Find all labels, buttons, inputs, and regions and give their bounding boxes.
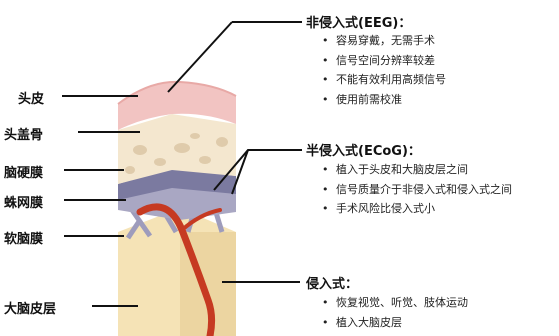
blood-vessel — [136, 203, 216, 336]
invasive-point: 恢复视觉、听觉、肢体运动 — [322, 293, 468, 313]
ecog-heading: 半侵入式(ECoG)： — [306, 144, 421, 159]
blood-vessel-branch — [180, 208, 222, 232]
method-pointer-lines — [167, 21, 302, 283]
eeg-point: 信号空间分辨率较差 — [322, 51, 446, 71]
eeg-point: 不能有效利用高频信号 — [322, 70, 446, 90]
layer-label-pia: 软脑膜 — [4, 232, 44, 247]
layer-label-skull: 头盖骨 — [4, 128, 44, 143]
eeg-points: 容易穿戴，无需手术 信号空间分辨率较差 不能有效利用高频信号 使用前需校准 — [322, 31, 446, 109]
invasive-heading: 侵入式： — [306, 277, 359, 292]
layer-label-scalp: 头皮 — [18, 92, 45, 107]
scalp-top — [117, 80, 237, 105]
skull-texture — [125, 133, 228, 174]
ecog-point: 植入于头皮和大脑皮层之间 — [322, 160, 512, 180]
invasive-points: 恢复视觉、听觉、肢体运动 植入大脑皮层 — [322, 293, 468, 332]
ecog-point: 手术风险比侵入式小 — [322, 199, 512, 219]
invasive-point: 植入大脑皮层 — [322, 313, 468, 333]
eeg-heading: 非侵入式(EEG)： — [306, 16, 412, 31]
layer-label-cortex: 大脑皮层 — [4, 302, 57, 317]
layer-leader-lines — [62, 95, 140, 307]
layer-label-arachnoid: 蛛网膜 — [4, 196, 44, 211]
layer-label-dura: 脑硬膜 — [4, 166, 44, 181]
eeg-point: 容易穿戴，无需手术 — [322, 31, 446, 51]
ecog-point: 信号质量介于非侵入式和侵入式之间 — [322, 180, 512, 200]
scalp-layer — [118, 81, 236, 130]
eeg-point: 使用前需校准 — [322, 90, 446, 110]
ecog-points: 植入于头皮和大脑皮层之间 信号质量介于非侵入式和侵入式之间 手术风险比侵入式小 — [322, 160, 512, 219]
